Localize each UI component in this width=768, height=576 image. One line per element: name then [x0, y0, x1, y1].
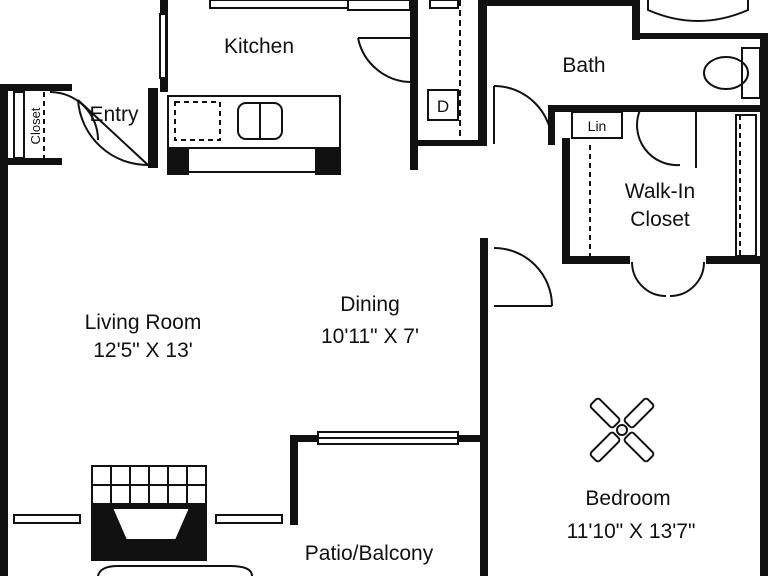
closet-fixtures [13, 91, 757, 307]
ceiling-fan-icon [589, 397, 655, 463]
kitchen-label: Kitchen [224, 35, 294, 58]
dining-label: Dining [340, 293, 400, 316]
windows [13, 13, 459, 524]
bath-label: Bath [562, 54, 605, 77]
dining-size: 10'11" X 7' [321, 325, 419, 348]
living-room-size: 12'5" X 13' [93, 339, 193, 362]
bathtub-icon [647, 0, 749, 22]
walk-in-label-line1: Walk-In [625, 180, 695, 203]
bath-fixtures [493, 0, 761, 168]
fireplace-icon [91, 465, 253, 576]
closet-label: Closet [28, 107, 43, 144]
toilet-icon [703, 47, 761, 99]
entry-label: Entry [89, 103, 139, 126]
patio-label: Patio/Balcony [305, 542, 434, 565]
room-labels: Kitchen Bath Entry Closet Lin D Walk-In … [28, 35, 695, 565]
linen-label: Lin [588, 118, 607, 134]
living-room-label: Living Room [85, 311, 202, 334]
dryer-label: D [437, 97, 449, 116]
walk-in-label-line2: Closet [630, 208, 690, 231]
bedroom-label: Bedroom [585, 487, 670, 510]
bedroom-size: 11'10" X 13'7" [567, 520, 696, 543]
kitchen-fixtures [167, 0, 461, 175]
